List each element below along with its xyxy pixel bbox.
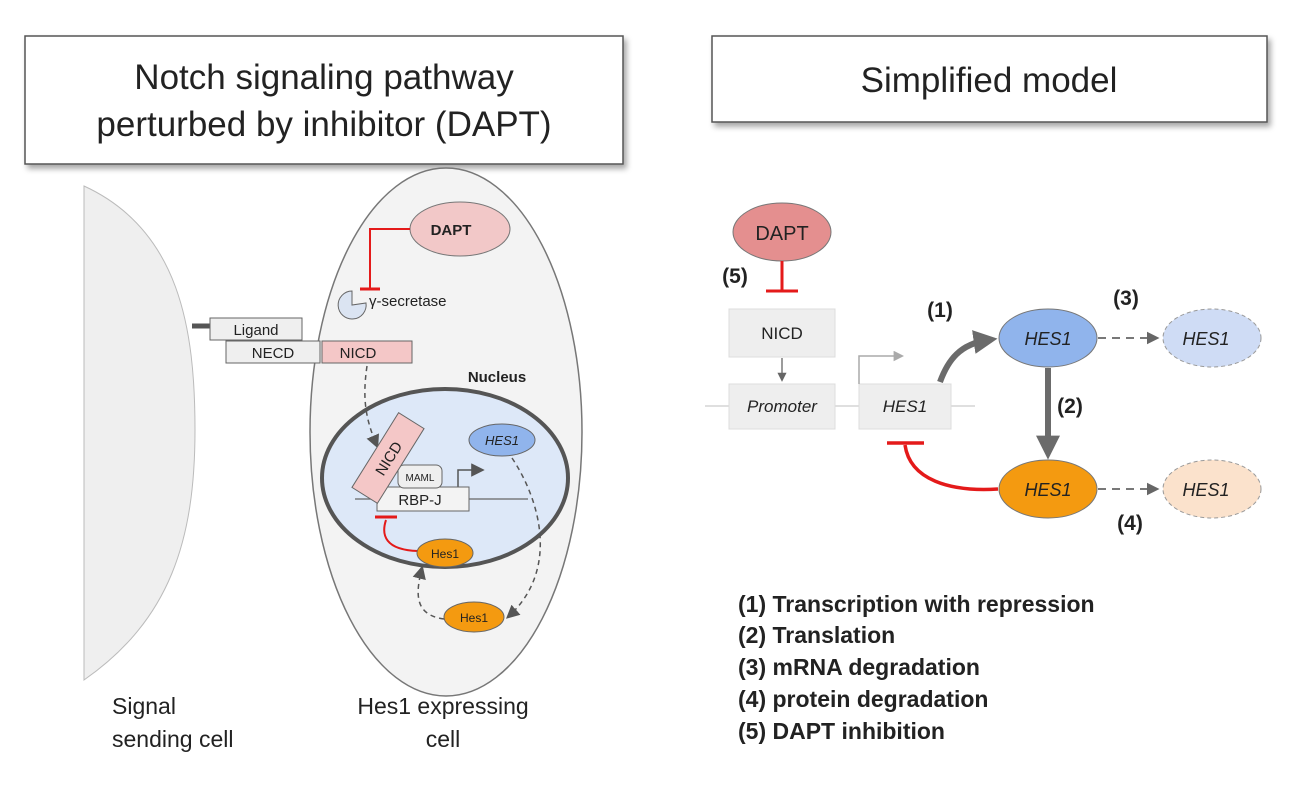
nicd-translocation-arrow bbox=[364, 365, 380, 449]
hes1-mrna-degraded-label: HES1 bbox=[1182, 329, 1229, 349]
hes1-mrna-left-label: HES1 bbox=[485, 433, 519, 448]
legend-item: (1) Transcription with repression bbox=[738, 591, 1095, 617]
rbpj-box bbox=[376, 486, 470, 512]
hes1-protein-cytoplasm bbox=[443, 601, 505, 633]
promoter-label: Promoter bbox=[747, 397, 818, 416]
hes1-mrna-degraded bbox=[1162, 308, 1262, 368]
label-4: (4) bbox=[1117, 512, 1143, 535]
hes1-protein-right-label: HES1 bbox=[1024, 480, 1071, 500]
ligand-label: Ligand bbox=[233, 322, 278, 339]
nicd-label: NICD bbox=[340, 345, 377, 362]
ligand-box bbox=[209, 317, 303, 341]
legend-item: (4) protein degradation bbox=[738, 686, 988, 712]
hes1-import-arrow bbox=[412, 565, 445, 620]
dapt-inhibition-line-left bbox=[369, 228, 410, 288]
label-1: (1) bbox=[927, 299, 953, 322]
nicd-nuclear-box: NICD bbox=[351, 412, 425, 504]
hes1-gene-label: HES1 bbox=[883, 397, 927, 416]
necd-label: NECD bbox=[252, 345, 295, 362]
left-title-line2: perturbed by inhibitor (DAPT) bbox=[96, 105, 551, 144]
nicd-box-right bbox=[728, 308, 836, 358]
signal-cell-label-line1: Signal bbox=[112, 693, 176, 719]
gene-start-arrow bbox=[858, 350, 905, 384]
gamma-secretase-icon bbox=[337, 290, 367, 320]
right-title-box: Simplified model bbox=[711, 35, 1268, 123]
hes1-repression-line-left bbox=[383, 519, 419, 552]
nicd-box bbox=[321, 340, 413, 364]
right-title: Simplified model bbox=[861, 61, 1118, 100]
label-2: (2) bbox=[1057, 395, 1083, 418]
rbpj-label: RBP-J bbox=[398, 492, 441, 509]
signal-cell-label-line2: sending cell bbox=[112, 726, 233, 752]
legend-item: (3) mRNA degradation bbox=[738, 654, 980, 680]
hes1-protein-right bbox=[998, 459, 1098, 519]
hes1-cell-label-line1: Hes1 expressing bbox=[357, 693, 528, 719]
dapt-label-left: DAPT bbox=[431, 222, 472, 239]
hes1-mrna-left bbox=[468, 423, 536, 457]
mrna-export-translation-arrow bbox=[505, 457, 541, 619]
nucleus-label: Nucleus bbox=[468, 369, 526, 386]
hes1-cell-label-line2: cell bbox=[426, 726, 461, 752]
maml-label: MAML bbox=[406, 473, 435, 484]
label-3: (3) bbox=[1113, 287, 1139, 310]
legend-item: (2) Translation bbox=[738, 622, 895, 648]
hes1-repression-line-right bbox=[903, 444, 999, 492]
hes1-protein-degraded-label: HES1 bbox=[1182, 480, 1229, 500]
gamma-secretase-label: γ-secretase bbox=[369, 293, 447, 310]
promoter-box bbox=[728, 383, 836, 430]
left-title-line1: Notch signaling pathway bbox=[134, 58, 514, 97]
hes1-protein-nucleus-label: Hes1 bbox=[431, 547, 459, 561]
hes1-protein-degraded bbox=[1162, 459, 1262, 519]
hes1-protein-cytoplasm-label: Hes1 bbox=[460, 611, 488, 625]
left-title-box: Notch signaling pathway perturbed by inh… bbox=[24, 35, 624, 165]
hes1-mrna-right bbox=[998, 308, 1098, 368]
nicd-label-right: NICD bbox=[761, 324, 803, 343]
hes1-protein-nucleus bbox=[416, 538, 474, 568]
hes1-gene-box bbox=[858, 383, 952, 430]
maml-box bbox=[397, 464, 443, 489]
legend: (1) Transcription with repression (2) Tr… bbox=[738, 591, 1095, 744]
signal-sending-cell bbox=[83, 185, 196, 681]
necd-box bbox=[225, 340, 321, 364]
transcription-arrow bbox=[937, 330, 998, 384]
label-5: (5) bbox=[722, 265, 748, 288]
dapt-label-right: DAPT bbox=[755, 223, 808, 245]
hes1-mrna-right-label: HES1 bbox=[1024, 329, 1071, 349]
legend-item: (5) DAPT inhibition bbox=[738, 718, 945, 744]
